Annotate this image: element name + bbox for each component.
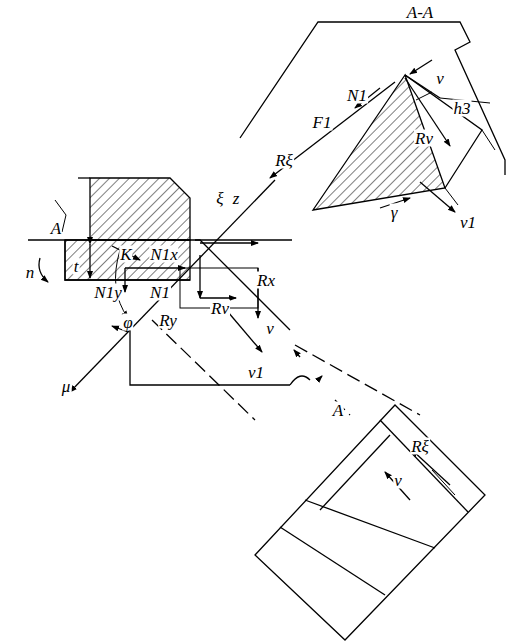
force-label: v1 xyxy=(247,364,265,381)
force-label: γ xyxy=(390,204,399,221)
force-label: F1 xyxy=(312,114,333,131)
force-label: Rξ xyxy=(274,152,294,169)
force-label: Rv xyxy=(414,130,434,147)
force-label: μ xyxy=(61,378,72,395)
force-label: v xyxy=(265,320,275,337)
force-label: N1x xyxy=(149,246,178,263)
force-label: n xyxy=(25,264,36,281)
force-label: A xyxy=(332,402,344,419)
force-label: v xyxy=(393,472,403,489)
force-label: Rξ xyxy=(410,438,430,455)
force-label: Rx xyxy=(256,272,276,289)
force-label: ξ xyxy=(215,190,224,207)
force-label: h3 xyxy=(453,100,472,117)
force-label: A-A xyxy=(406,4,434,21)
force-label: K xyxy=(119,246,132,263)
force-label: z xyxy=(232,190,241,207)
force-label: v xyxy=(435,70,445,87)
force-label: N1 xyxy=(346,87,368,104)
force-label: A xyxy=(50,220,62,237)
force-label: φ xyxy=(122,314,133,331)
force-label: t xyxy=(73,258,80,275)
force-label: Ry xyxy=(158,312,178,329)
force-label: v1 xyxy=(459,214,477,231)
force-label: N1 xyxy=(149,284,171,301)
force-label: Rv xyxy=(210,300,230,317)
force-label: N1y xyxy=(93,284,122,301)
